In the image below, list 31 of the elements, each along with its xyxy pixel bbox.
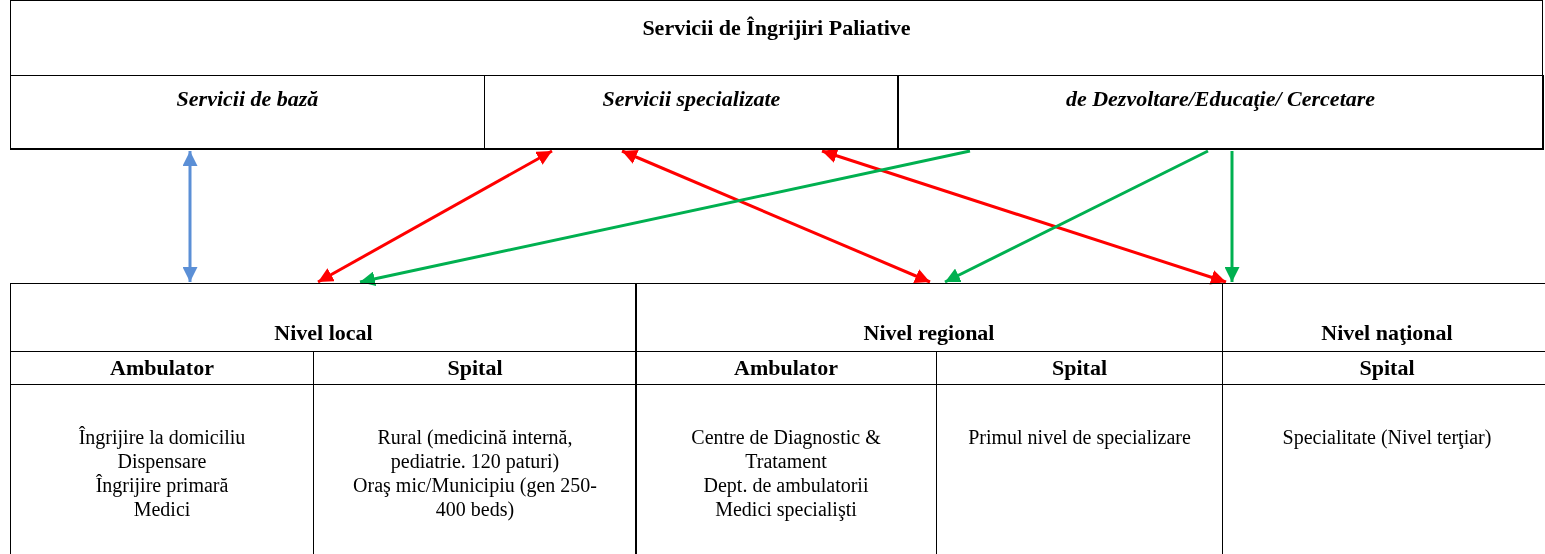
category-cell: Servicii specializate	[484, 75, 899, 150]
column-header: Ambulator	[636, 352, 936, 385]
column-header: Spital	[937, 352, 1222, 385]
arrow	[359, 149, 971, 287]
level-title: Nivel regional	[862, 320, 996, 346]
category-cell: de Dezvoltare/Educaţie/ Cercetare	[897, 75, 1544, 150]
cell-text: Specialitate (Nivel terţiar)	[1281, 425, 1493, 449]
arrow	[821, 148, 1227, 285]
table-title: Servicii de Îngrijiri Paliative	[641, 15, 912, 41]
cell-text: Primul nivel de specializare	[967, 425, 1192, 449]
arrow	[1224, 151, 1240, 282]
arrow	[182, 151, 198, 282]
column-header: Spital	[314, 352, 636, 385]
header-panel	[10, 0, 1543, 149]
level-title: Nivel naţional	[1320, 320, 1454, 346]
level-title: Nivel local	[273, 320, 374, 346]
cell-text: Îngrijire primară	[94, 473, 230, 497]
category-cell: Servicii de bază	[10, 75, 485, 150]
column-header: Spital	[1223, 352, 1545, 385]
cell-text: Oraş mic/Municipiu (gen 250-400 beds)	[352, 473, 598, 521]
column-header: Ambulator	[11, 352, 313, 385]
cell-text: Rural (medicină internă, pediatrie. 120 paturi)	[376, 425, 574, 473]
cell-text: Îngrijire la domiciliu	[77, 425, 247, 449]
cell-text: Dept. de ambulatorii	[702, 473, 870, 497]
arrow	[317, 149, 553, 284]
arrow	[944, 149, 1209, 284]
cell-text: Centre de Diagnostic & Tratament	[690, 425, 882, 473]
cell-text: Medici	[132, 497, 192, 521]
cell-text: Medici specialişti	[714, 497, 858, 521]
cell-text: Dispensare	[116, 449, 208, 473]
arrow	[621, 149, 931, 284]
